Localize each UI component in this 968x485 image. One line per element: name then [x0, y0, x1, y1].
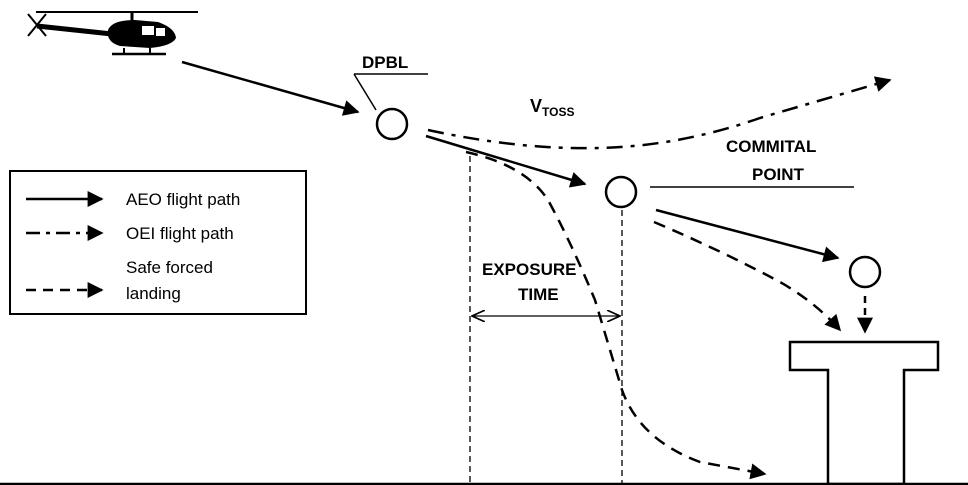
- safe-landing-path-late: [653, 220, 842, 332]
- vtoss-sub: TOSS: [542, 105, 574, 119]
- commital-marker: [604, 175, 638, 209]
- aeo-path-approach: [181, 60, 360, 116]
- legend-safe-label-line2: landing: [126, 284, 181, 303]
- aeo-path-to-landing: [655, 208, 840, 263]
- landing-point-marker: [848, 255, 882, 289]
- exposure-label-line2: TIME: [518, 285, 559, 304]
- legend-oei-label: OEI flight path: [126, 224, 234, 243]
- legend-box: [9, 170, 307, 315]
- helicopter-icon: [27, 11, 198, 56]
- exposure-label-line1: EXPOSURE: [482, 260, 576, 279]
- elevated-helipad: [788, 340, 940, 485]
- safe-landing-path-early: [465, 150, 767, 480]
- dpbl-leader-diag: [353, 73, 377, 111]
- aeo-path-to-commital: [425, 134, 587, 188]
- vtoss-main: V: [530, 96, 542, 116]
- legend: AEO flight path OEI flight path Safe for…: [9, 170, 307, 315]
- commital-label-line2: POINT: [752, 165, 805, 184]
- commital-label-line1: COMMITAL: [726, 137, 816, 156]
- legend-safe-label-line1: Safe forced: [126, 258, 213, 277]
- oei-path-continue: [427, 76, 892, 150]
- vtoss-label: VTOSS: [530, 96, 574, 119]
- legend-aeo-label: AEO flight path: [126, 190, 240, 209]
- dpbl-label: DPBL: [362, 53, 408, 72]
- dpbl-marker: [375, 107, 409, 141]
